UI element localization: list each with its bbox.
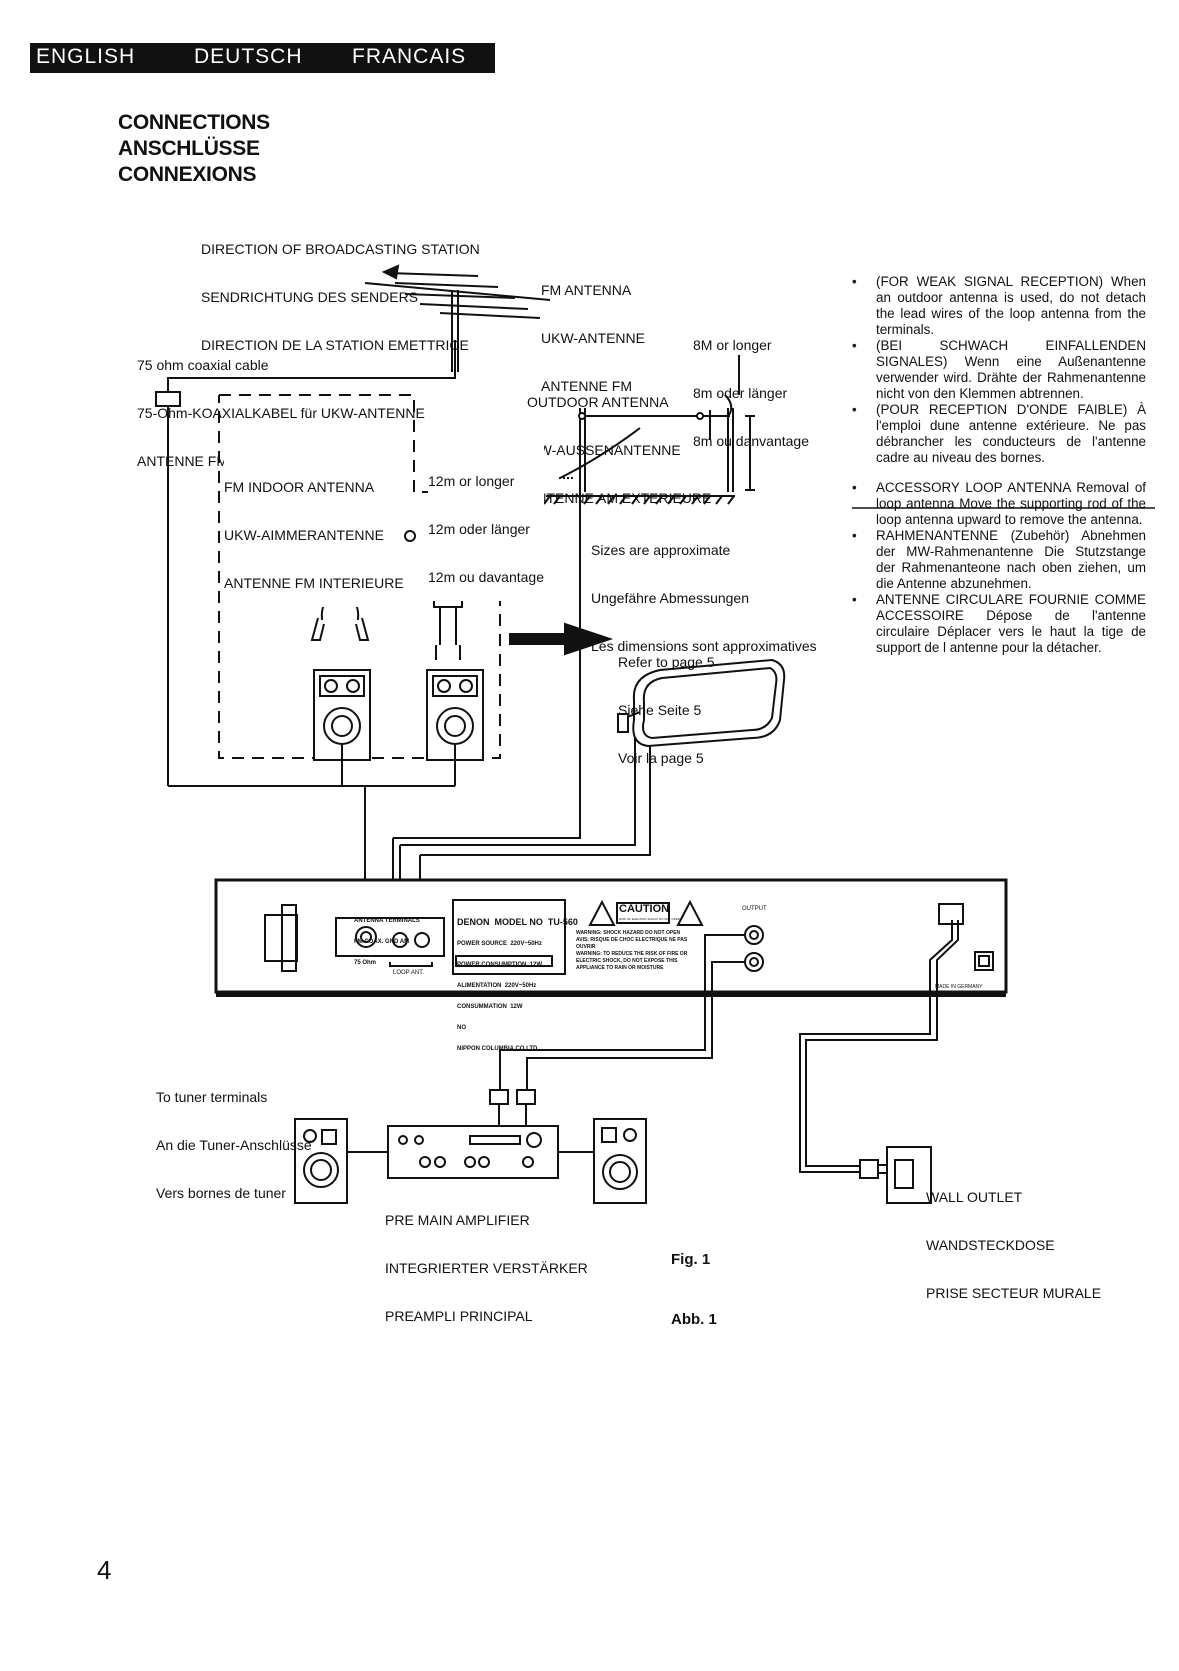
page-number: 4 [97,1555,112,1585]
output-text: OUTPUT [742,906,767,912]
tuner-terminals-label: To tuner terminals An die Tuner-Anschlüs… [156,1089,312,1201]
loop-antenna-icon [617,658,786,748]
note-item: •(POUR RECEPTION D'ONDE FAIBLE) À l'empl… [852,402,1146,465]
title-english: CONNECTIONS [118,111,270,134]
language-francais: FRANCAIS [352,45,467,68]
height-8m-label: 8M or longer 8m oder länger 8m ou danvan… [693,337,809,449]
note-item: •ACCESSORY LOOP ANTENNA Removal of loop … [852,480,1146,527]
amplifier-label: PRE MAIN AMPLIFIER INTEGRIERTER VERSTÄRK… [385,1212,588,1324]
caution-text: CAUTION [619,903,670,915]
wall-outlet-label: WALL OUTLET WANDSTECKDOSE PRISE SECTEUR … [926,1189,1102,1301]
left-speaker-icon [294,1118,380,1204]
note-item: •(FOR WEAK SIGNAL RECEPTION) When an out… [852,274,1146,337]
amplifier-icon [380,1125,567,1179]
title-german: ANSCHLÜSSE [118,137,260,160]
fm-indoor-antenna-label: FM INDOOR ANTENNA UKW-AIMMERANTENNE ANTE… [224,447,404,607]
tuner-rear-panel [214,878,1008,997]
denon-plate-text: DENON MODEL NO TU-560 POWER SOURCE 220V~… [457,917,578,1052]
antenna-terminals-text: ANTENNA TERMINALS FM COAX. GND AM 75 Ohm [354,918,420,966]
sizes-approx-label: Sizes are approximate Ungefähre Abmessun… [591,542,817,654]
direction-label: DIRECTION OF BROADCASTING STATION SENDRI… [201,241,480,353]
wall-outlet-icon [886,1146,932,1204]
fm-indoor-dashed-box [218,394,501,759]
language-deutsch: DEUTSCH [194,45,303,68]
language-english: ENGLISH [36,45,136,68]
length-12m-label: 12m or longer 12m oder länger 12m ou dav… [428,441,544,601]
loop-ant-text: LOOP ANT. [393,970,424,976]
figure-label: Fig. 1 Abb. 1 [671,1251,717,1328]
right-speaker-icon [567,1118,647,1204]
made-in-text: MADE IN GERMANY [935,984,983,990]
refer-page-label: Refer to page 5 Siehe Seite 5 Voir la pa… [618,654,715,766]
title-french: CONNEXIONS [118,163,257,186]
fm-antenna-label: FM ANTENNA UKW-ANTENNE ANTENNE FM [541,282,645,394]
outdoor-antenna-label: OUTDOOR ANTENNA MW-AUSSENANTENNE ANTENNE… [527,394,712,506]
note-item: •RAHMENANTENNE (Zubehör) Abnehmen der MW… [852,528,1146,591]
fm-yagi-antenna-icon [364,264,551,372]
note-item: •ANTENNE CIRCULARE FOURNIE COMME ACCESSO… [852,592,1146,655]
notes-column: •(FOR WEAK SIGNAL RECEPTION) When an out… [852,274,1152,656]
note-item: •(BEI SCHWACH EINFALLENDEN SIGNALES) Wen… [852,338,1146,401]
refer-arrow-icon [509,622,614,656]
warning-text: WARNING: SHOCK HAZARD DO NOT OPEN AVIS: … [576,930,688,971]
caution-sub-text: RISK OF ELECTRIC SHOCK DO NOT OPEN [619,917,680,921]
language-bar: ENGLISH DEUTSCH FRANCAIS [30,43,495,73]
